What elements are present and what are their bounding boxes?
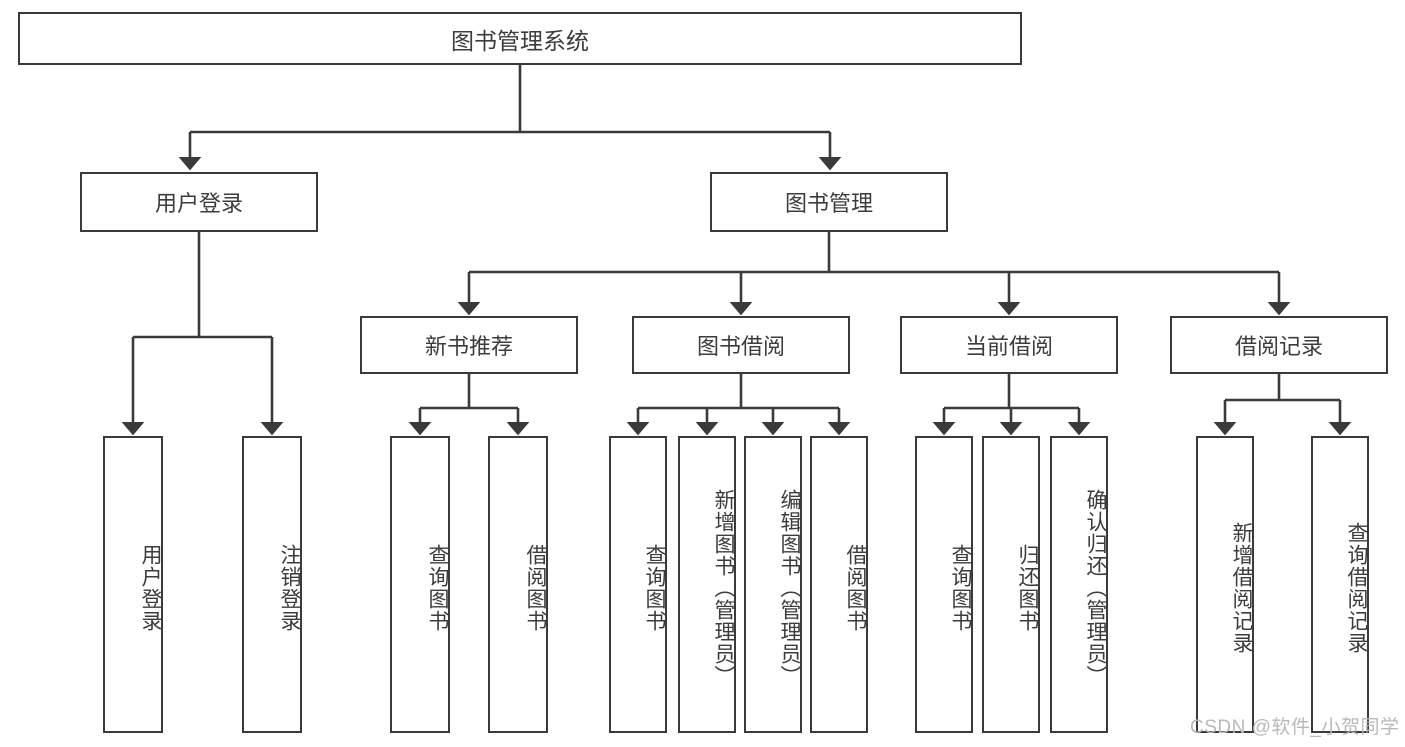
node-leaf-logout-login[interactable]: 注销登录 — [242, 436, 302, 733]
node-leaf-borrow-book-1-label: 借阅图书 — [524, 543, 547, 632]
node-leaf-edit-book-label: 编辑图书（管理员） — [778, 488, 801, 687]
node-user-login-label: 用户登录 — [154, 191, 243, 216]
watermark-text: CSDN @软件_小贺同学 — [1190, 717, 1400, 738]
node-new-book-recommend-label: 新书推荐 — [424, 334, 513, 359]
node-leaf-add-record[interactable]: 新增借阅记录 — [1196, 436, 1254, 733]
node-leaf-user-login-label: 用户登录 — [139, 543, 162, 632]
node-leaf-confirm-return[interactable]: 确认归还（管理员） — [1050, 436, 1108, 733]
node-root[interactable]: 图书管理系统 — [18, 12, 1022, 65]
node-book-borrow[interactable]: 图书借阅 — [632, 316, 850, 374]
node-leaf-confirm-return-label: 确认归还（管理员） — [1084, 488, 1107, 687]
node-current-borrow-label: 当前借阅 — [964, 334, 1053, 359]
node-leaf-add-book[interactable]: 新增图书（管理员） — [678, 436, 736, 733]
node-book-management-label: 图书管理 — [784, 191, 873, 216]
node-leaf-user-login[interactable]: 用户登录 — [103, 436, 163, 733]
node-leaf-query-book-2-label: 查询图书 — [643, 543, 666, 632]
node-leaf-logout-login-label: 注销登录 — [278, 543, 301, 632]
node-leaf-add-book-label: 新增图书（管理员） — [712, 488, 735, 687]
node-leaf-return-book[interactable]: 归还图书 — [982, 436, 1040, 733]
node-book-management[interactable]: 图书管理 — [710, 172, 948, 232]
node-leaf-borrow-book-2[interactable]: 借阅图书 — [810, 436, 868, 733]
node-leaf-query-record-label: 查询借阅记录 — [1345, 521, 1368, 654]
node-leaf-return-book-label: 归还图书 — [1016, 543, 1039, 632]
node-leaf-query-record[interactable]: 查询借阅记录 — [1311, 436, 1369, 733]
node-leaf-query-book-2[interactable]: 查询图书 — [609, 436, 667, 733]
node-leaf-query-book-3-label: 查询图书 — [949, 543, 972, 632]
node-borrow-record[interactable]: 借阅记录 — [1170, 316, 1388, 374]
node-leaf-query-book-1[interactable]: 查询图书 — [390, 436, 450, 733]
node-leaf-edit-book[interactable]: 编辑图书（管理员） — [744, 436, 802, 733]
node-current-borrow[interactable]: 当前借阅 — [900, 316, 1118, 374]
node-borrow-record-label: 借阅记录 — [1234, 334, 1323, 359]
node-leaf-query-book-3[interactable]: 查询图书 — [915, 436, 973, 733]
node-book-borrow-label: 图书借阅 — [696, 334, 785, 359]
node-root-label: 图书管理系统 — [451, 27, 589, 54]
node-leaf-query-book-1-label: 查询图书 — [426, 543, 449, 632]
node-leaf-borrow-book-2-label: 借阅图书 — [844, 543, 867, 632]
node-leaf-add-record-label: 新增借阅记录 — [1230, 521, 1253, 654]
node-user-login[interactable]: 用户登录 — [80, 172, 318, 232]
node-leaf-borrow-book-1[interactable]: 借阅图书 — [488, 436, 548, 733]
node-new-book-recommend[interactable]: 新书推荐 — [360, 316, 578, 374]
